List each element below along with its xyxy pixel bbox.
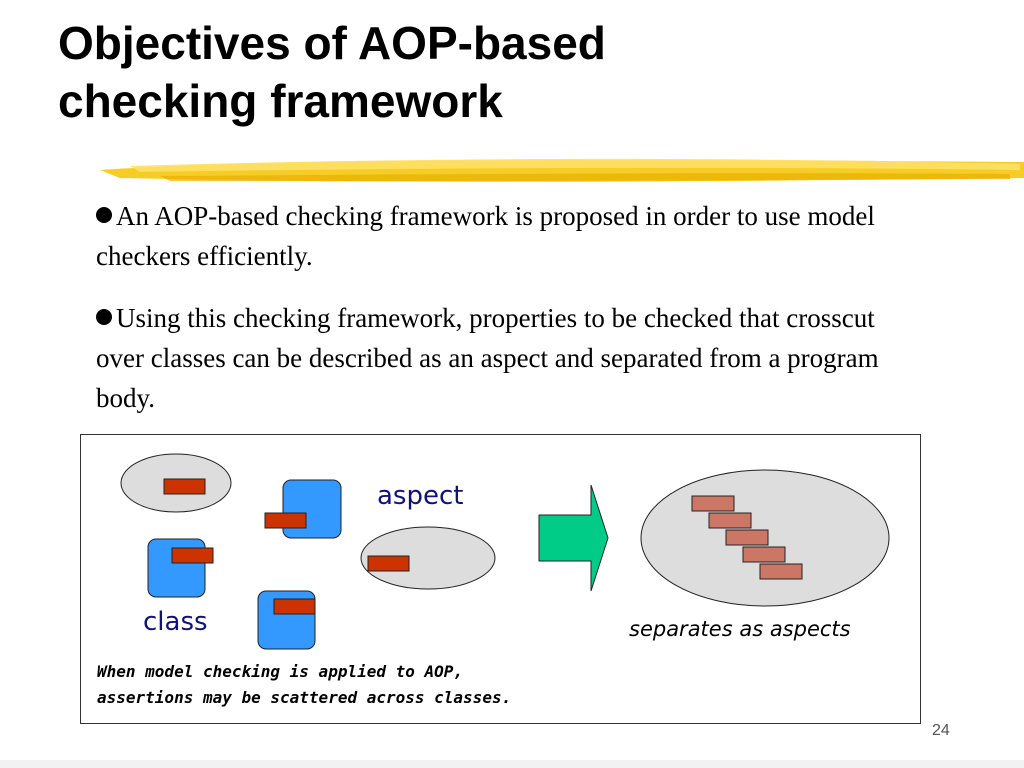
class-box bbox=[282, 479, 342, 539]
title-line-1: Objectives of AOP-based bbox=[58, 17, 606, 69]
stacked-brick bbox=[708, 512, 752, 529]
slide-title: Objectives of AOP-based checking framewo… bbox=[58, 14, 958, 130]
aop-diagram: aspect class separates as aspects When m… bbox=[80, 434, 921, 724]
assertion-block bbox=[171, 547, 214, 564]
diagram-caption: When model checking is applied to AOP, a… bbox=[97, 659, 657, 711]
aspect-ellipse bbox=[360, 526, 496, 590]
bullet-list: An AOP-based checking framework is propo… bbox=[96, 196, 926, 440]
stacked-brick bbox=[725, 529, 769, 546]
bullet-item: Using this checking framework, propertie… bbox=[96, 303, 879, 413]
stacked-brick bbox=[691, 495, 735, 512]
bullet-dot-icon bbox=[96, 207, 112, 223]
aspect-label: aspect bbox=[377, 481, 464, 511]
class-label: class bbox=[143, 607, 208, 637]
stacked-brick bbox=[759, 563, 803, 580]
separates-label: separates as aspects bbox=[629, 617, 851, 641]
assertion-block bbox=[273, 598, 316, 615]
stacked-brick bbox=[742, 546, 786, 563]
assertion-block bbox=[264, 512, 307, 529]
assertion-block bbox=[163, 478, 206, 495]
bullet-item: An AOP-based checking framework is propo… bbox=[96, 201, 875, 271]
page-number: 24 bbox=[932, 722, 950, 739]
diagram-graphics bbox=[120, 453, 890, 650]
assertion-block bbox=[367, 555, 410, 572]
caption-line-2: assertions may be scattered across class… bbox=[97, 688, 512, 707]
footer-strip bbox=[0, 760, 1024, 768]
right-arrow-icon bbox=[538, 484, 609, 592]
caption-line-1: When model checking is applied to AOP, bbox=[97, 662, 464, 681]
bullet-dot-icon bbox=[96, 309, 112, 325]
yellow-brush-underline bbox=[100, 158, 1024, 182]
title-line-2: checking framework bbox=[58, 75, 503, 127]
